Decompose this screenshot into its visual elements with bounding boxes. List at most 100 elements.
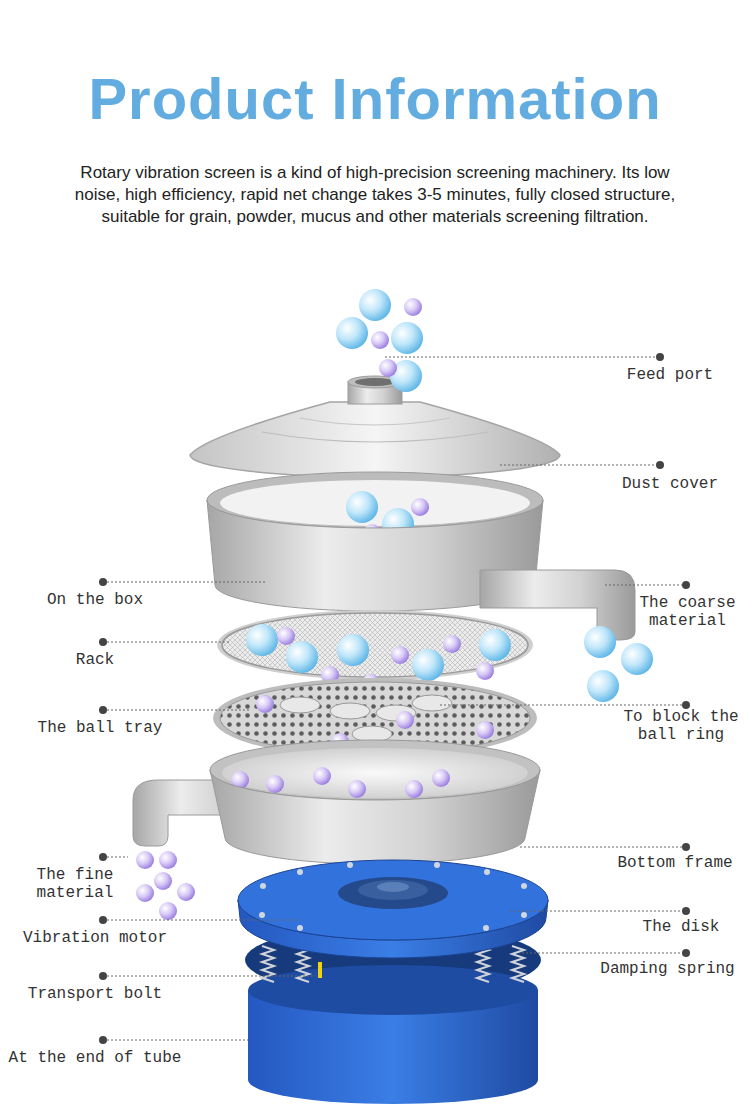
leader-line xyxy=(107,976,316,977)
fine-particle xyxy=(266,775,284,793)
fine-particle xyxy=(159,851,177,869)
transport-bolt xyxy=(318,962,322,978)
coarse-particle xyxy=(336,317,368,349)
fine-particle xyxy=(443,635,461,653)
leader-dot xyxy=(656,353,664,361)
leader-line xyxy=(107,920,300,921)
fine-particle xyxy=(476,721,494,739)
part-label: The ball tray xyxy=(20,719,180,737)
intro-text: Rotary vibration screen is a kind of hig… xyxy=(60,162,690,228)
part-label: At the end of tube xyxy=(0,1049,190,1067)
part-label: To block the ball ring xyxy=(616,708,746,744)
leader-dots xyxy=(99,353,690,1044)
disk-bolt xyxy=(483,925,489,931)
leader-dot xyxy=(656,461,664,469)
coarse-particle xyxy=(479,629,511,661)
leader-dot xyxy=(99,1036,107,1044)
fine-particle xyxy=(136,851,154,869)
fine-particle xyxy=(379,359,397,377)
leader-dot xyxy=(99,578,107,586)
disk-bolt xyxy=(347,862,353,868)
feed-port-hole xyxy=(355,378,395,386)
fine-particle xyxy=(411,498,429,516)
ball-ring xyxy=(280,697,320,713)
disk-bolt xyxy=(434,862,440,868)
coarse-particle xyxy=(587,670,619,702)
leader-dot xyxy=(99,706,107,714)
fine-particle xyxy=(396,711,414,729)
coarse-particle xyxy=(412,649,444,681)
fine-particle xyxy=(313,767,331,785)
part-label: Rack xyxy=(55,651,135,669)
fine-particle xyxy=(404,298,422,316)
bottom-frame-cone xyxy=(222,748,528,798)
fine-particle xyxy=(371,331,389,349)
coarse-particle xyxy=(337,634,369,666)
part-label: The coarse material xyxy=(630,594,745,630)
disk-bolt xyxy=(521,912,527,918)
coarse-particle xyxy=(246,624,278,656)
leader-line xyxy=(500,465,656,466)
leader-dot xyxy=(682,701,690,709)
ball-ring xyxy=(412,695,452,711)
leader-line xyxy=(107,857,128,858)
leader-dot xyxy=(99,972,107,980)
part-label: Dust cover xyxy=(615,475,725,493)
leader-lines xyxy=(107,357,682,1040)
leader-dot xyxy=(682,843,690,851)
part-label: The fine material xyxy=(20,866,130,902)
disk-bolt xyxy=(297,869,303,875)
fine-particle xyxy=(476,662,494,680)
fine-particle xyxy=(277,627,295,645)
disk-bolt xyxy=(484,869,490,875)
leader-line xyxy=(522,953,682,954)
leader-line xyxy=(107,1040,250,1041)
leader-dot xyxy=(99,916,107,924)
rack-frame xyxy=(217,610,533,680)
motor-shaft xyxy=(377,882,409,892)
fine-particle xyxy=(177,883,195,901)
motor-ring xyxy=(358,880,428,900)
coarse-particle xyxy=(346,491,378,523)
part-label: Feed port xyxy=(620,366,720,384)
part-label: Damping spring xyxy=(595,960,740,978)
part-label: The disk xyxy=(616,918,746,936)
part-label: Bottom frame xyxy=(610,854,740,872)
fine-particle xyxy=(159,902,177,920)
cover-ring xyxy=(300,418,450,425)
leader-line xyxy=(107,642,230,643)
bottom-frame-wall xyxy=(210,770,540,864)
leader-dot xyxy=(682,581,690,589)
cover-ring xyxy=(262,432,488,442)
damping-spring xyxy=(262,946,274,982)
fine-particle xyxy=(391,646,409,664)
dust-cover xyxy=(190,402,560,477)
leader-line xyxy=(605,585,682,586)
coarse-particle xyxy=(359,289,391,321)
leader-dot xyxy=(682,907,690,915)
the-disk xyxy=(238,860,548,940)
fine-particle xyxy=(256,695,274,713)
leader-dot xyxy=(99,638,107,646)
disk-bolt xyxy=(521,883,527,889)
fine-particle xyxy=(136,884,154,902)
base-tube-top xyxy=(248,965,538,1015)
disk-bolt xyxy=(297,925,303,931)
disk-bolt xyxy=(259,912,265,918)
part-label: Vibration motor xyxy=(15,929,175,947)
upper-box-inside xyxy=(220,480,530,526)
leader-line xyxy=(107,582,265,583)
fine-particle xyxy=(405,780,423,798)
leader-line xyxy=(385,357,656,358)
leader-line xyxy=(440,705,682,706)
ball-ring xyxy=(330,703,370,719)
part-label: On the box xyxy=(35,591,155,609)
fine-particle xyxy=(432,769,450,787)
fine-particle xyxy=(348,780,366,798)
coarse-particle xyxy=(584,626,616,658)
coarse-particle xyxy=(286,641,318,673)
leader-dot xyxy=(99,853,107,861)
coarse-particle xyxy=(391,322,423,354)
coarse-particle xyxy=(621,643,653,675)
